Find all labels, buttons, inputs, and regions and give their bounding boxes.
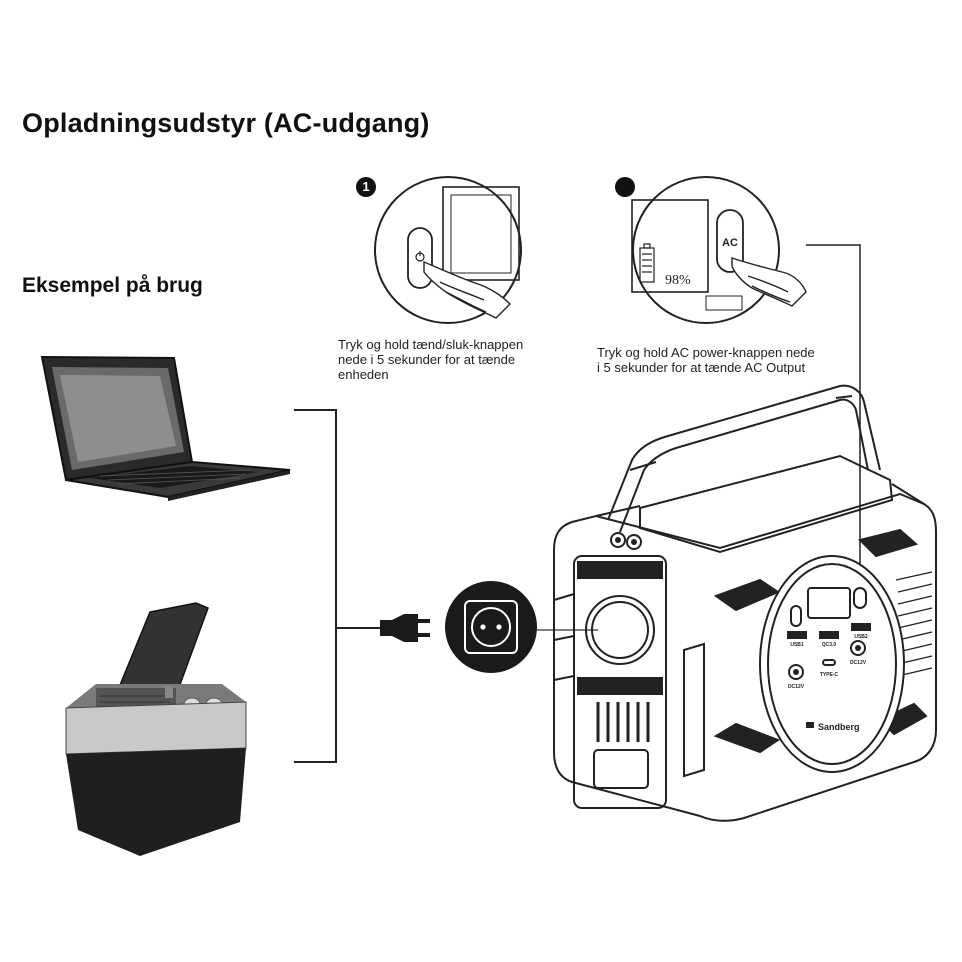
cooler-box-icon [65, 602, 247, 856]
step1-caption-line: nede i 5 sekunder for at tænde [338, 352, 516, 367]
step2-caption: Tryk og hold AC power-knappen nede i 5 s… [597, 345, 847, 375]
page-title: Opladningsudstyr (AC-udgang) [22, 108, 430, 138]
label-dc-left: DC12V [788, 684, 805, 690]
power-station-icon [553, 384, 937, 822]
step2-zoom-illustration: 98% AC [631, 176, 861, 620]
label-dc-right: DC12V [850, 660, 867, 666]
label-type-c: TYPE-C [820, 672, 839, 678]
ac-button: AC [716, 209, 744, 273]
laptop-icon [40, 355, 291, 501]
label-usb2: USB2 [854, 634, 868, 640]
power-button-icon [407, 227, 433, 289]
step1-caption-line: Tryk og hold tænd/sluk-knappen [338, 337, 524, 352]
connection-bracket [294, 409, 380, 763]
brand-logo: Sandberg [806, 722, 860, 732]
power-plug-icon [380, 614, 430, 642]
step-number-2 [615, 177, 635, 197]
device-labels: USB1 QC3.0 USB2 DC12V TYPE-C DC12V [788, 634, 868, 690]
brand-name: Sandberg [818, 722, 860, 732]
step1-caption-line: enheden [338, 367, 389, 382]
page-subtitle: Eksempel på brug [22, 274, 203, 297]
label-qc: QC3.0 [822, 642, 837, 648]
ac-button-label: AC [722, 237, 738, 249]
ac-socket-icon [445, 581, 598, 673]
battery-percent: 98% [665, 273, 691, 288]
step2-caption-line: i 5 sekunder for at tænde AC Output [597, 360, 806, 375]
label-usb1: USB1 [790, 642, 804, 648]
step1-zoom-illustration [374, 176, 522, 324]
battery-icon [639, 243, 655, 283]
step2-caption-line: Tryk og hold AC power-knappen nede [597, 345, 815, 360]
hand-press-icon [423, 260, 511, 319]
step-number-1: 1 [356, 177, 376, 197]
hand-press-icon [731, 257, 807, 307]
step1-caption: Tryk og hold tænd/sluk-knappen nede i 5 … [338, 337, 558, 382]
